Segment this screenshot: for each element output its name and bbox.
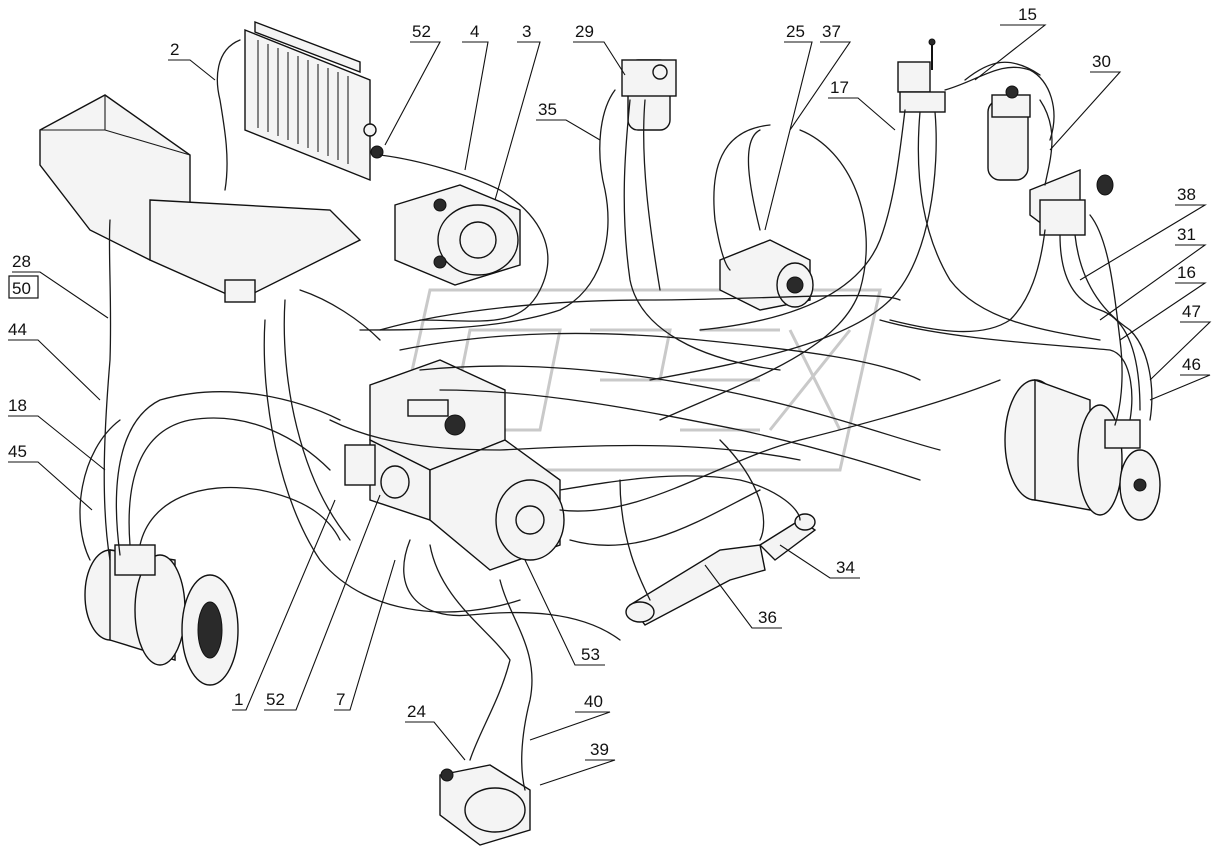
- callout-39: 39: [590, 740, 609, 759]
- callout-40: 40: [584, 692, 603, 711]
- callout-52-bottom: 52: [266, 690, 285, 709]
- callout-28: 28: [12, 252, 31, 271]
- callout-29: 29: [575, 22, 594, 41]
- callout-37: 37: [822, 22, 841, 41]
- callout-4: 4: [470, 22, 479, 41]
- tank-housing: [39, 94, 362, 303]
- callout-52-top: 52: [412, 22, 431, 41]
- callout-44: 44: [8, 320, 27, 339]
- callout-45: 45: [8, 442, 27, 461]
- leader-lines: [8, 24, 1212, 786]
- callout-2: 2: [170, 40, 179, 59]
- pump-unit: [394, 184, 521, 286]
- callout-25: 25: [786, 22, 805, 41]
- valve-block-38: [1029, 168, 1114, 236]
- filter-30: [987, 85, 1031, 181]
- callout-50-box: [8, 275, 39, 299]
- callout-3: 3: [522, 22, 531, 41]
- callout-24: 24: [407, 702, 426, 721]
- wheel-motor-right: [1004, 379, 1161, 521]
- callout-7: 7: [336, 690, 345, 709]
- valve-block-17: [897, 38, 946, 113]
- callout-17: 17: [830, 78, 849, 97]
- callout-46: 46: [1182, 355, 1201, 374]
- callout-53: 53: [581, 645, 600, 664]
- callout-34: 34: [836, 558, 855, 577]
- callout-50: 50: [12, 279, 31, 298]
- steering-unit: [439, 764, 531, 846]
- callout-35: 35: [538, 100, 557, 119]
- main-pump: [344, 359, 565, 571]
- filter-29: [621, 59, 677, 131]
- wheel-motor-left: [84, 544, 239, 686]
- callout-30: 30: [1092, 52, 1111, 71]
- callout-15: 15: [1018, 5, 1037, 24]
- callout-16: 16: [1177, 263, 1196, 282]
- motor-25: [719, 239, 814, 311]
- oil-cooler: [244, 20, 384, 182]
- callout-38: 38: [1177, 185, 1196, 204]
- callout-47: 47: [1182, 302, 1201, 321]
- callout-31: 31: [1177, 225, 1196, 244]
- callout-labels: 2 52 4 3 29 25 37 15 30 17 35 38 31 16 4…: [8, 5, 1201, 759]
- callout-36: 36: [758, 608, 777, 627]
- callout-1: 1: [234, 690, 243, 709]
- hydraulic-cylinder: [625, 513, 817, 626]
- callout-18: 18: [8, 396, 27, 415]
